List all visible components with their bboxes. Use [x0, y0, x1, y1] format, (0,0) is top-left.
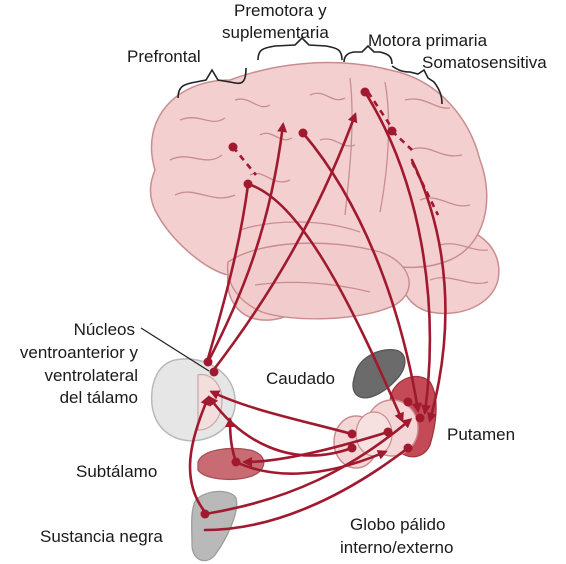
brain-hemisphere [149, 61, 500, 321]
path-nigra-to-putamen [203, 418, 413, 516]
label-subthalamus: Subtálamo [76, 462, 157, 481]
dot-prefrontal [228, 142, 238, 152]
path-nigra-to-thalamus [188, 395, 210, 514]
dot-putamen-1 [403, 397, 413, 407]
path-somato-to-putamen [410, 158, 447, 423]
path-gpi-to-thalamus [209, 390, 354, 436]
label-substantia-nigra: Sustancia negra [40, 527, 163, 546]
dot-gpi [347, 429, 357, 439]
region-brackets [177, 36, 443, 105]
labels: Prefrontal Premotora y suplementaria Mot… [20, 1, 547, 557]
bracket-somatosensory [391, 65, 443, 105]
label-somatosensory: Somatosensitiva [422, 53, 547, 72]
path-putamen-to-nigra [203, 446, 410, 532]
thalamus-leader-line [140, 327, 210, 372]
label-nuclei-1: Núcleos [74, 320, 135, 339]
path-prefrontal-to-putamen [246, 182, 404, 423]
dot-gpi-2 [347, 443, 357, 453]
dot-putamen-2 [415, 413, 425, 423]
label-premotor-1: Premotora y [234, 1, 327, 20]
label-nuclei-4: del tálamo [60, 388, 138, 407]
label-motor-primary: Motora primaria [368, 31, 488, 50]
dashed-somato [391, 130, 413, 151]
path-gpi-to-thalamus-2 [208, 395, 354, 457]
dot-nigra [200, 509, 210, 519]
pathway-endpoints [200, 87, 425, 519]
dashed-motor [366, 91, 394, 129]
dot-subthalamus [231, 457, 241, 467]
caudate [352, 349, 406, 399]
dot-prefrontal-2 [243, 179, 253, 189]
subthalamus [197, 447, 265, 481]
dot-thalamus [203, 357, 213, 367]
path-gpe-to-subthalamus [242, 430, 390, 467]
label-globus-2: interno/externo [340, 538, 453, 557]
label-premotor-2: suplementaria [222, 23, 329, 42]
dot-somato [387, 126, 397, 136]
label-prefrontal: Prefrontal [127, 47, 201, 66]
path-thalamus-to-premotor [206, 122, 288, 364]
label-nuclei-2: ventroanterior y [20, 343, 139, 362]
dot-gpe [383, 427, 393, 437]
path-thalamus-to-motor [210, 112, 358, 374]
label-putamen: Putamen [447, 425, 515, 444]
label-nuclei-3: ventrolateral [44, 366, 138, 385]
label-globus-1: Globo pálido [350, 515, 445, 534]
bracket-premotor [257, 36, 343, 61]
path-premotor-to-putamen [301, 131, 422, 413]
dot-putamen-3 [403, 443, 413, 453]
pathways [188, 90, 447, 532]
bracket-motor [343, 44, 393, 65]
dashed-somato-2 [410, 161, 440, 216]
subcortical-nuclei [150, 349, 437, 562]
path-subthalamus-to-gpi [234, 450, 388, 475]
bracket-prefrontal [177, 67, 247, 99]
thalamus [150, 358, 236, 442]
dot-thalamus-2 [209, 367, 219, 377]
dot-motor [360, 87, 370, 97]
path-thalamus-to-prefrontal [205, 183, 250, 364]
label-caudate: Caudado [266, 369, 335, 388]
dot-premotor [298, 128, 308, 138]
gyri-lines [169, 77, 489, 293]
path-motor-to-putamen [363, 90, 432, 415]
